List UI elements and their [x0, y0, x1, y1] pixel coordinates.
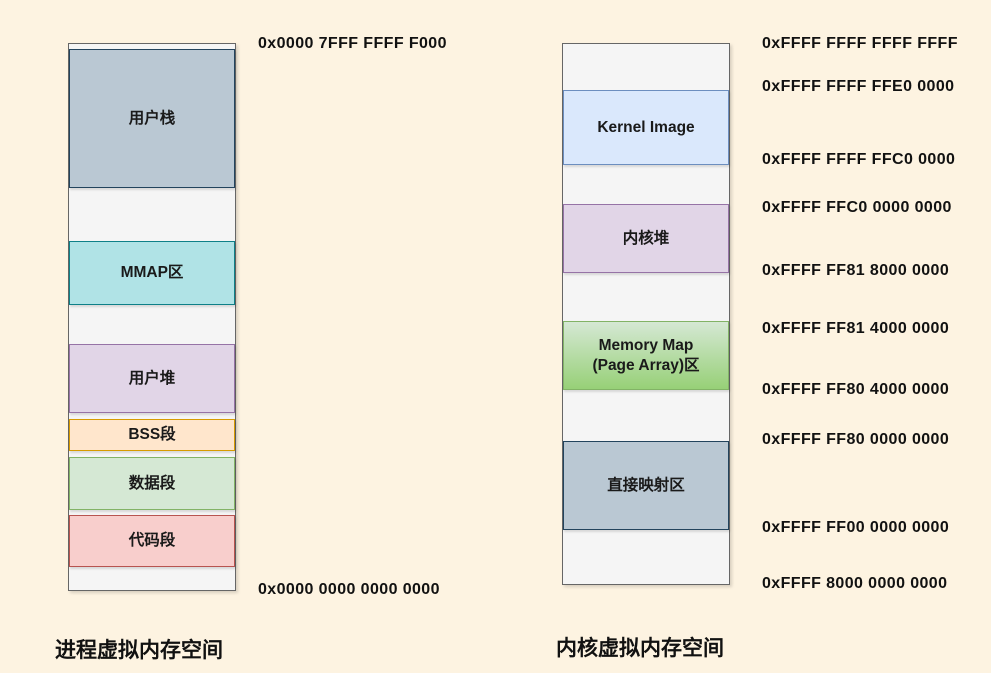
memory-segment-label: 用户堆	[128, 369, 176, 387]
left-memory-segment: BSS段	[69, 419, 235, 451]
right-memory-segment: 直接映射区	[563, 441, 729, 530]
right-address-label: 0xFFFF FFC0 0000 0000	[762, 199, 952, 216]
process-memory-title: 进程虚拟内存空间	[55, 639, 223, 662]
left-address-label: 0x0000 0000 0000 0000	[258, 581, 440, 598]
memory-segment-label: MMAP区	[120, 264, 184, 282]
right-memory-segment: Memory Map (Page Array)区	[563, 321, 729, 390]
right-address-label: 0xFFFF FF00 0000 0000	[762, 519, 950, 536]
right-address-label: 0xFFFF FF80 0000 0000	[762, 431, 950, 448]
left-memory-segment: 用户堆	[69, 344, 235, 413]
kernel-memory-title: 内核虚拟内存空间	[556, 637, 724, 660]
right-address-label: 0xFFFF FFFF FFE0 0000	[762, 78, 955, 95]
right-address-label: 0xFFFF FF80 4000 0000	[762, 381, 950, 398]
right-address-label: 0xFFFF FFFF FFC0 0000	[762, 151, 956, 168]
right-memory-segment: Kernel Image	[563, 90, 729, 165]
right-address-label: 0xFFFF FFFF FFFF FFFF	[762, 35, 958, 52]
memory-segment-label: 直接映射区	[607, 476, 685, 494]
memory-segment-label: Kernel Image	[597, 118, 695, 136]
memory-segment-label: 数据段	[128, 474, 176, 492]
right-address-label: 0xFFFF FF81 8000 0000	[762, 262, 950, 279]
process-memory-column: 用户栈 MMAP区用户堆 BSS段数据段代码段	[68, 43, 236, 591]
left-memory-segment: 数据段	[69, 457, 235, 510]
memory-segment-label: 代码段	[128, 532, 176, 550]
left-address-label: 0x0000 7FFF FFFF F000	[258, 35, 447, 52]
right-address-label: 0xFFFF 8000 0000 0000	[762, 575, 948, 592]
right-memory-segment: 内核堆	[563, 204, 729, 273]
left-memory-segment: 代码段	[69, 515, 235, 567]
kernel-memory-column: Kernel Image 内核堆 Memory Map (Page Array)区直…	[562, 43, 730, 585]
left-memory-segment: 用户栈	[69, 49, 235, 188]
memory-segment-label: BSS段	[128, 426, 176, 444]
memory-segment-label: Memory Map (Page Array)区	[592, 337, 700, 374]
left-memory-segment: MMAP区	[69, 241, 235, 305]
memory-segment-label: 用户栈	[128, 109, 176, 127]
right-address-label: 0xFFFF FF81 4000 0000	[762, 320, 950, 337]
memory-segment-label: 内核堆	[622, 229, 670, 247]
